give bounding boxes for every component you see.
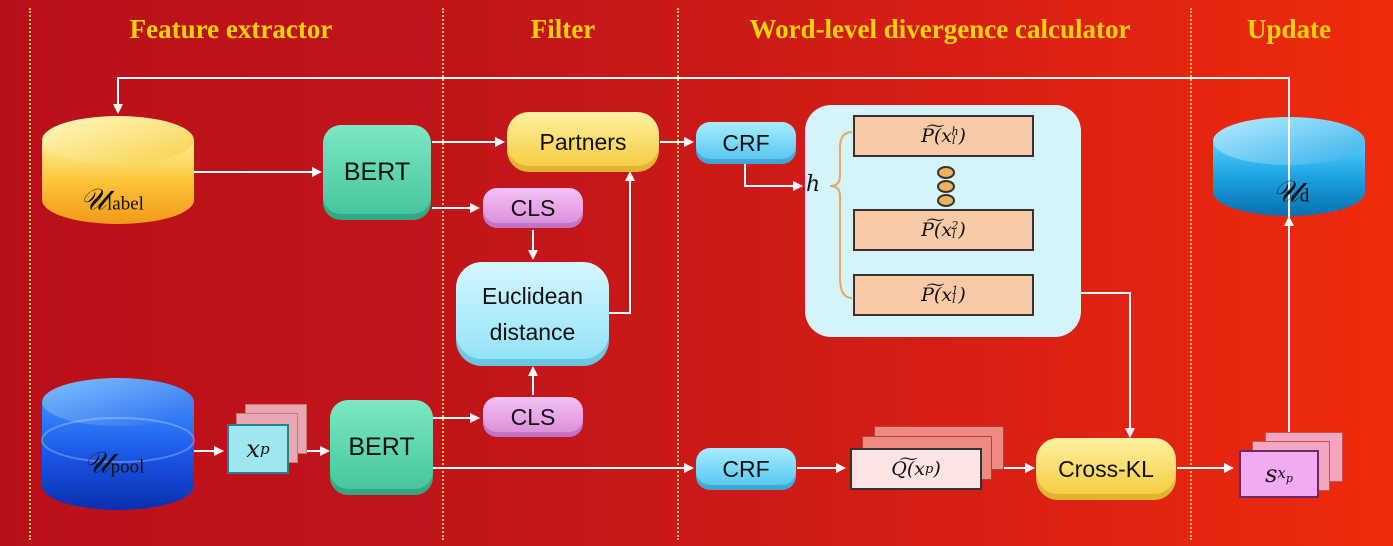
section-title-filter: Filter [530, 14, 596, 44]
section-divider [29, 8, 31, 540]
cross-kl-box: Cross-KL [1036, 438, 1176, 500]
arrow-euclidean-to-partners [609, 171, 635, 314]
euclidean-line2: distance [489, 319, 576, 345]
arrow-crf-to-h [744, 164, 803, 191]
crf-bottom-box: CRF [696, 448, 796, 490]
crf-top-box: CRF [696, 122, 796, 164]
ellipsis-dot [937, 166, 955, 179]
section-title-update: Update [1246, 14, 1332, 44]
cls-bottom-box: CLS [483, 397, 583, 437]
ellipsis-dot [937, 194, 955, 207]
section-divider [677, 8, 679, 540]
section-title-feature-extractor: Feature extractor [129, 14, 333, 44]
u-label-cylinder [42, 116, 194, 224]
brace-icon [829, 131, 853, 299]
bert-bottom-box: BERT [330, 400, 433, 495]
cls-top-box: CLS [483, 188, 583, 228]
ellipsis-dot [937, 180, 955, 193]
section-divider [442, 8, 444, 540]
u-pool-cylinder [41, 378, 195, 510]
arrow-prob-to-crosskl [1077, 292, 1135, 438]
partners-box: Partners [507, 112, 659, 172]
euclidean-line1: Euclidean [481, 283, 584, 309]
u-d-label: 𝒰d [1272, 174, 1310, 210]
h-label: h [806, 172, 821, 197]
section-title-divergence: Word-level divergence calculator [749, 14, 1131, 44]
section-divider [1190, 8, 1192, 540]
bert-top-box: BERT [323, 125, 431, 220]
euclidean-distance-box: Euclidean distance [456, 262, 609, 366]
u-pool-label: 𝒰pool [83, 445, 145, 481]
u-label-label: 𝒰label [80, 182, 144, 218]
